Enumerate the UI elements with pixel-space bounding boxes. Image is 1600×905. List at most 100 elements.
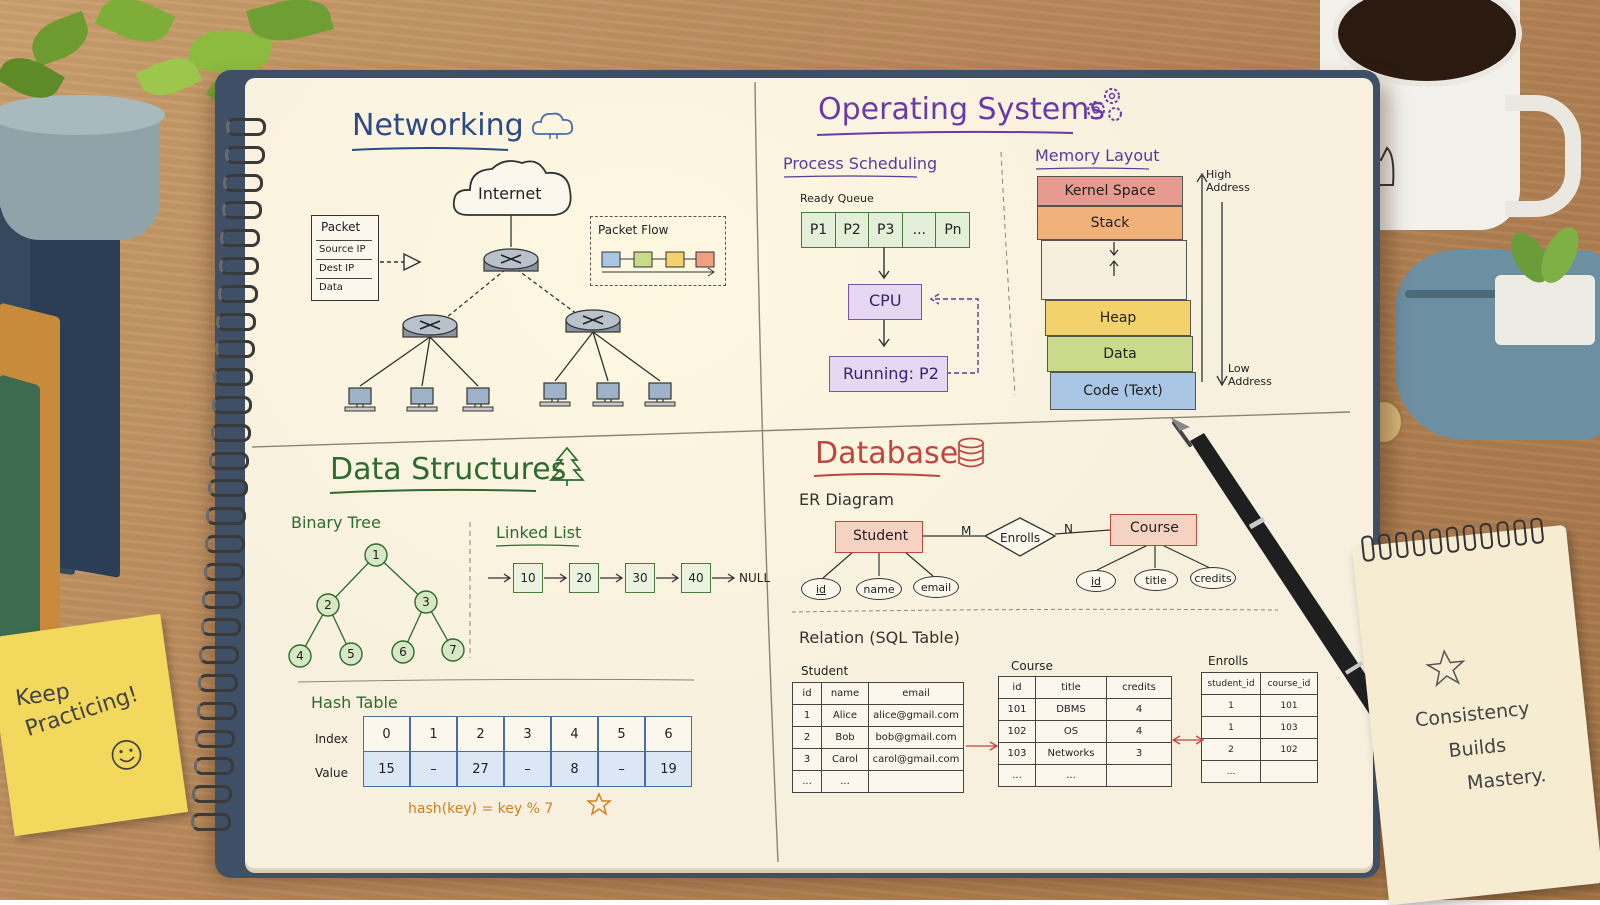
ds-column-divider [469,522,471,658]
network-link [359,336,431,387]
enrolls-table-name: Enrolls [1208,654,1249,668]
packet-arrow [380,252,422,272]
svg-text:1: 1 [372,548,380,562]
pad-coil [1445,526,1460,554]
hash-index-cell: 2 [457,716,504,752]
spiral-pad: Consistency Builds Mastery. [1351,517,1600,905]
list-node: 10 [513,563,543,593]
pad-star-icon [1425,649,1466,688]
process-scheduling-underline [783,175,918,178]
network-link [592,331,661,382]
ready-queue-cell: P3 [868,212,904,248]
computer-icon [539,382,571,407]
er-diagram-lines [822,517,1211,579]
table-cell: 3 [792,748,822,771]
course-entity [1110,514,1197,546]
high-label: High [1206,168,1232,181]
star-icon [586,792,612,816]
db-title: Database [815,436,959,471]
pad-coil [1512,518,1528,547]
svg-text:4: 4 [296,649,304,663]
er-link [1159,543,1211,569]
tree-node: 5 [339,642,363,666]
list-arrow [600,573,624,583]
packet-field: Source IP [316,240,372,257]
student-table-name: Student [801,664,849,678]
table-links [966,735,1205,751]
table-cell [1260,760,1318,783]
hash-value-cell: – [410,751,457,787]
networking-underline [351,147,509,151]
pad-line1: Consistency [1414,697,1531,732]
hash-value-label: Value [315,766,348,780]
ready-queue-cell: ... [901,212,937,248]
linked-list-title: Linked List [496,523,582,542]
table-cell: ... [1201,760,1261,783]
hash-table-title: Hash Table [311,693,398,712]
ready-queue-cell: Pn [935,212,971,248]
low-label: Low [1228,362,1250,375]
table-cell [1106,764,1172,787]
table-cell: ... [1035,764,1107,787]
table-cell: DBMS [1035,698,1107,721]
pad-line2: Builds [1447,734,1508,763]
memory-layout-title: Memory Layout [1035,146,1160,165]
packet-field: Dest IP [316,259,372,276]
hash-index-cell: 6 [645,716,692,752]
db-underline [813,473,941,477]
table-cell: 2 [792,726,822,749]
attribute-oval: id [1076,570,1116,592]
network-link [592,331,609,382]
tree-node: 6 [391,640,415,664]
database-icon [958,437,984,468]
pad-coil [1394,531,1410,559]
hash-value-cell: 27 [457,751,504,787]
computer-icon [592,382,624,407]
pad-coil [1428,527,1443,555]
running-label: Running: P2 [843,364,939,383]
scheduling-arrows [878,247,979,374]
attribute-oval: email [913,576,959,598]
cpu-label: CPU [869,291,902,310]
running-box [829,356,948,392]
ready-queue-cell: P2 [834,212,870,248]
list-arrow [712,573,736,583]
hash-index-cell: 4 [551,716,598,752]
linked-list-underline [495,544,580,547]
table-cell [868,770,964,793]
address-axis-down [1216,202,1228,387]
table-cell: bob@gmail.com [868,726,964,749]
pen [1170,417,1386,715]
svg-text:3: 3 [422,595,430,609]
network-link [554,331,594,382]
cardinality-n: N [1064,522,1073,536]
table-cell: Carol [821,748,869,771]
hash-divider [297,678,695,683]
internet-label: Internet [478,184,542,203]
stack-heap-arrows [1109,242,1119,276]
table-header-cell: name [821,682,869,705]
table-cell: ... [821,770,869,793]
network-link [429,336,479,387]
table-header-cell: id [998,676,1036,699]
course-table-name: Course [1011,659,1053,673]
packet-box [311,215,379,301]
course-entity-label: Course [1130,520,1179,536]
list-arrow [656,573,680,583]
os-underline [816,130,1074,136]
tree-node: 3 [414,590,438,614]
er-link [904,551,934,577]
cardinality-m: M [961,524,972,538]
memory-segment: Stack [1037,206,1183,240]
table-cell: 101 [998,698,1036,721]
student-entity [835,521,923,553]
packet-flow-diagram [601,251,715,277]
packet-flow-title: Packet Flow [598,223,669,237]
memory-segment: Data [1047,336,1193,372]
hash-formula: hash(key) = key % 7 [408,801,554,817]
table-cell: ... [792,770,822,793]
